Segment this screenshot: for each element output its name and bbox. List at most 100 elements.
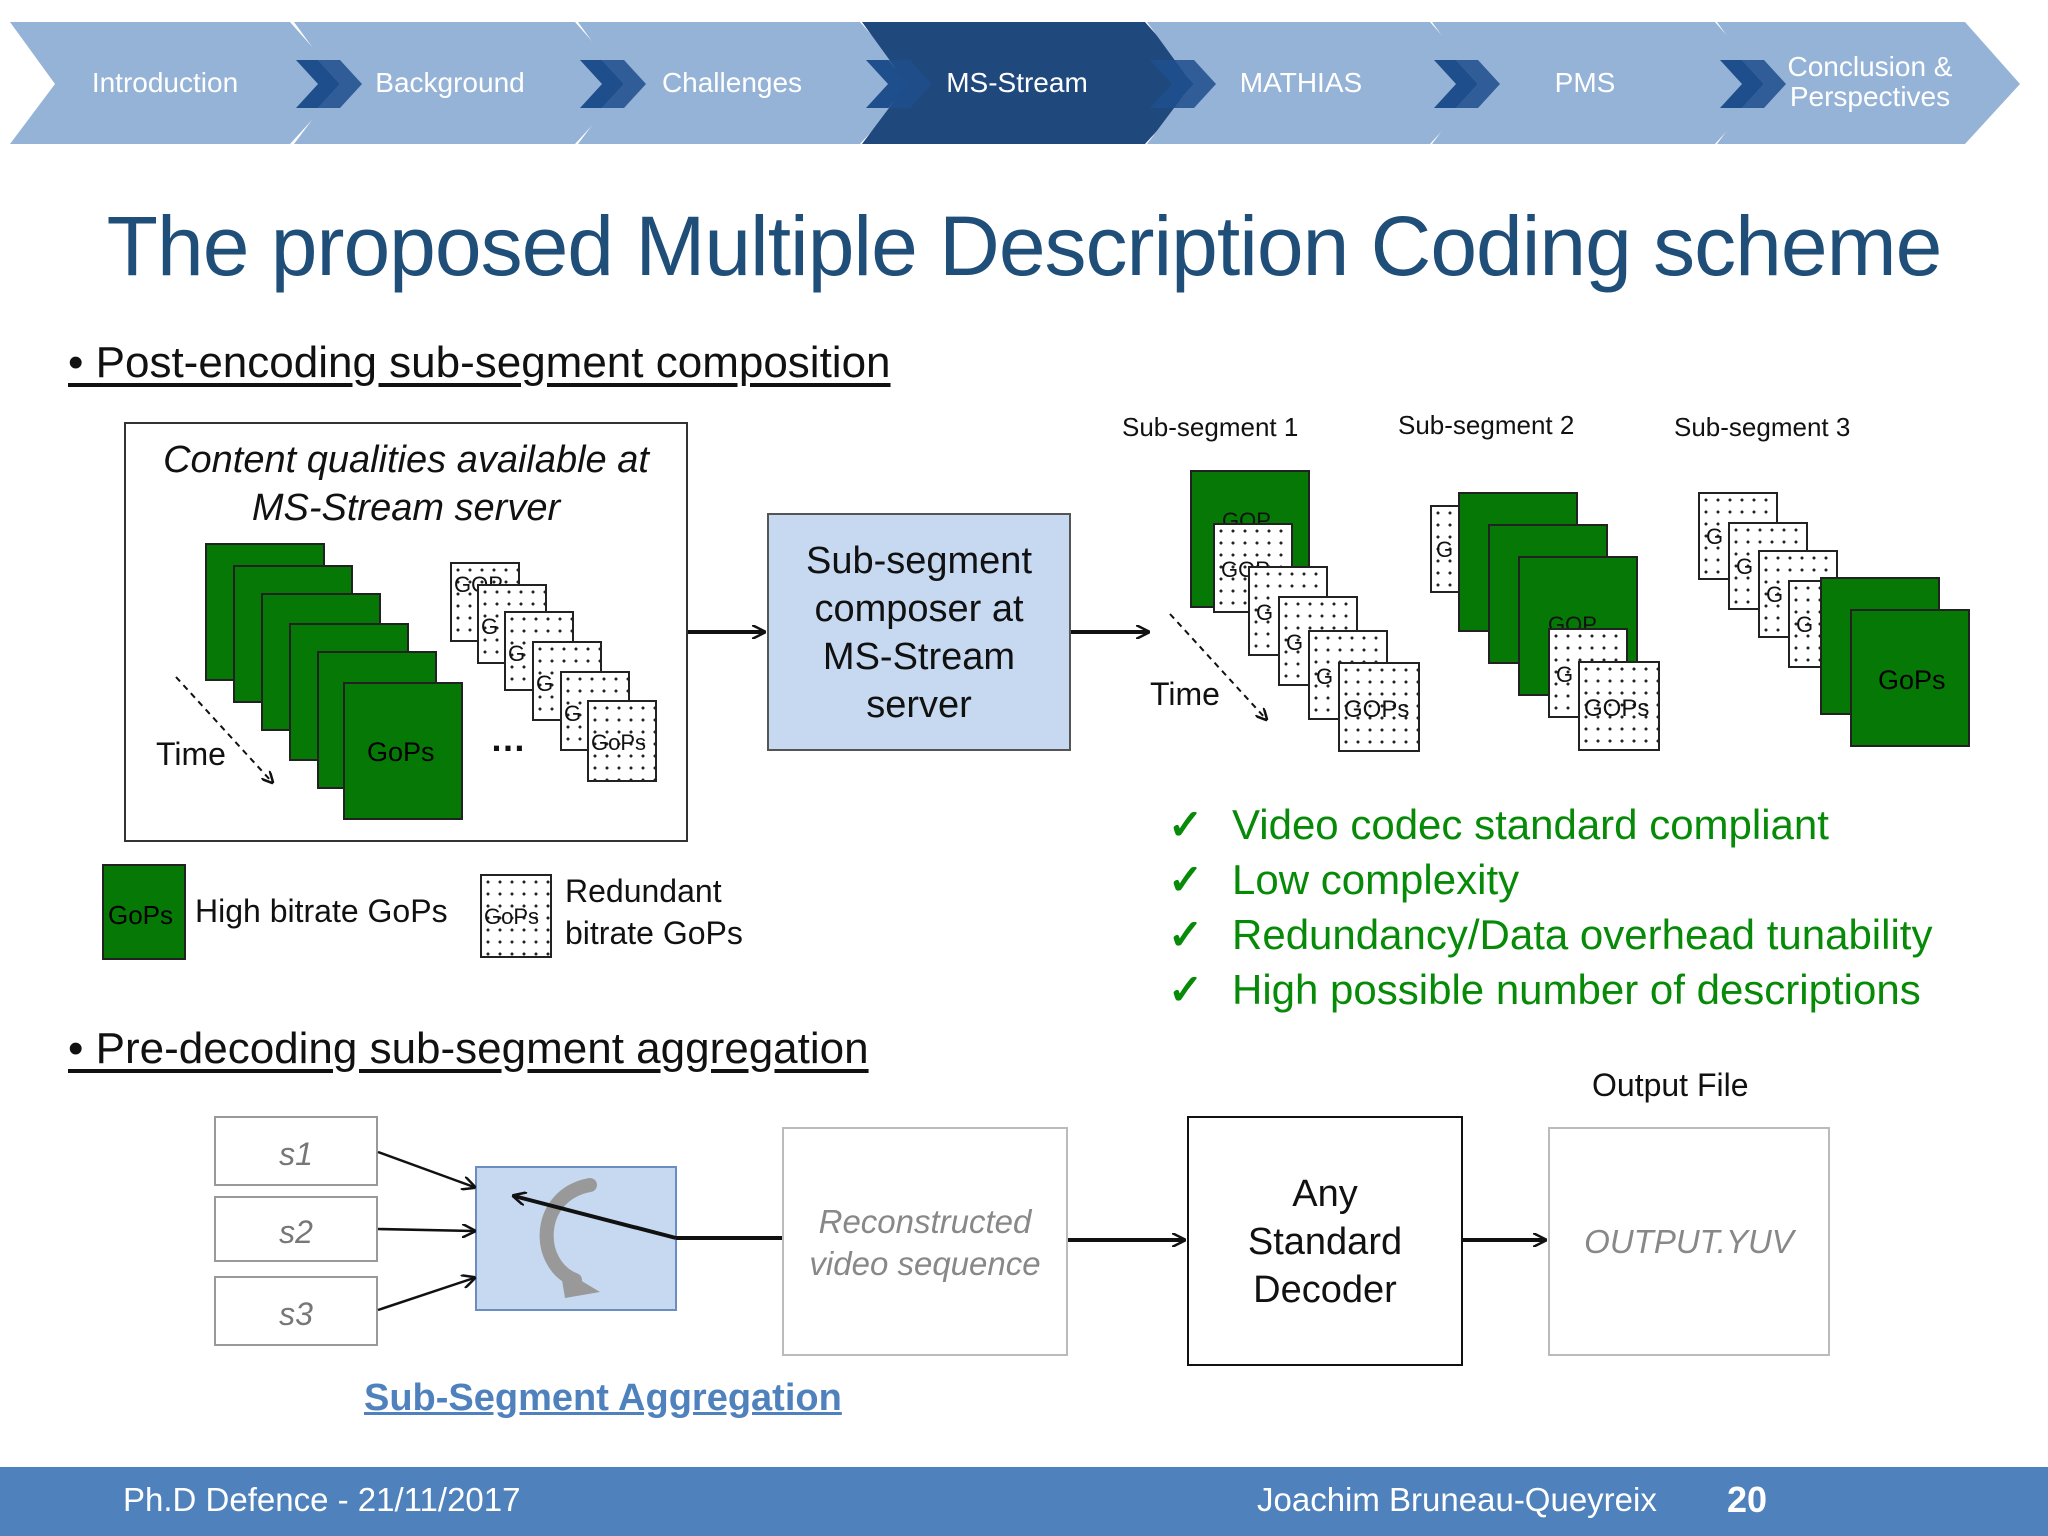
subseg1-gop-red-4-label: G — [1316, 664, 1334, 689]
nav-chevron-ms-stream[interactable] — [862, 22, 1200, 144]
nav-label-conclusion: Conclusion & Perspectives — [1770, 52, 1970, 112]
standard-decoder-box: Any Standard Decoder — [1187, 1116, 1463, 1366]
subseg3-gop-red-1-label: G — [1706, 524, 1724, 549]
subseg3-gop-red-2-label: G — [1736, 554, 1754, 579]
benefit-2-text: Low complexity — [1232, 856, 1520, 903]
output-file-name: OUTPUT.YUV — [1584, 1223, 1794, 1260]
gop-redundant-5-label: G — [564, 701, 582, 726]
benefit-4-text: High possible number of descriptions — [1232, 966, 1921, 1013]
subseg1-gop-red-5-label: GOPs — [1344, 696, 1410, 723]
subseg3-gop-high-2-label: GoPs — [1878, 665, 1946, 695]
legend-redundant-line2: bitrate GoPs — [565, 915, 743, 951]
nav-chevron-mathias[interactable] — [1147, 22, 1485, 144]
time-label-subseg: Time — [1150, 676, 1220, 712]
legend-high-swatch: GoPs — [102, 864, 186, 960]
subseg1-gop-red-3-label: G — [1286, 630, 1304, 655]
nav-label-challenges: Challenges — [661, 67, 803, 98]
benefit-2: ✓ Low complexity — [1168, 855, 1519, 904]
subseg3-gop-high-2: GoPs — [1850, 609, 1970, 747]
input-s3-label: s3 — [279, 1296, 313, 1332]
gop-redundant-6: GoPs — [587, 700, 657, 782]
nav-label-pms: PMS — [1554, 67, 1616, 98]
sub-segment-composer-box: Sub-segment composer at MS-Stream server — [767, 513, 1071, 751]
sub-segment-aggregation-link[interactable]: Sub-Segment Aggregation — [364, 1377, 842, 1419]
reconstructed-sequence-box: Reconstructed video sequence — [782, 1127, 1068, 1356]
composer-line-1: Sub-segment — [805, 540, 1032, 582]
subseg3-gop-red-4-label: G — [1796, 612, 1814, 637]
nav-separator-arrows — [296, 60, 1786, 108]
decoder-line1: Any — [1292, 1173, 1358, 1215]
page-number: 20 — [1727, 1479, 1768, 1520]
legend-redundant-line1: Redundant — [565, 873, 722, 909]
nav-chevron-challenges[interactable] — [578, 22, 915, 144]
nav-label-conclusion-line2: Perspectives — [1789, 81, 1951, 112]
check-icon: ✓ — [1168, 856, 1204, 903]
section-nav: Introduction Background Challenges MS-St… — [0, 22, 2048, 147]
arrow-s3 — [377, 1278, 474, 1312]
sub-segment-1-label: Sub-segment 1 — [1122, 412, 1299, 442]
decoder-line2: Standard — [1247, 1221, 1403, 1263]
input-s1-label: s1 — [279, 1136, 313, 1172]
composer-text: Sub-segment composer at MS-Stream server — [769, 537, 1069, 729]
footer-bar: Ph.D Defence - 21/11/2017 Joachim Brunea… — [0, 1467, 2048, 1536]
input-s2-label: s2 — [279, 1214, 313, 1250]
gop-redundant-6-label: GoPs — [591, 730, 647, 755]
reconstructed-line2: video sequence — [809, 1245, 1041, 1282]
subseg1-gop-red-2-label: G — [1256, 600, 1274, 625]
slide-title: The proposed Multiple Description Coding… — [106, 199, 1943, 293]
legend-redundant-swatch-label: GoPs — [484, 904, 540, 929]
time-label-server: Time — [156, 736, 226, 772]
benefit-3: ✓ Redundancy/Data overhead tunability — [1168, 910, 1932, 959]
footer-event: Ph.D Defence - 21/11/2017 — [123, 1481, 521, 1518]
check-icon: ✓ — [1168, 801, 1204, 848]
nav-label-conclusion-line1: Conclusion & — [1787, 51, 1953, 82]
arrow-s1 — [377, 1150, 474, 1187]
arrow-s2 — [377, 1229, 474, 1231]
decoder-line3: Decoder — [1253, 1269, 1397, 1311]
gop-high-6 — [343, 682, 463, 820]
legend-redundant-swatch: GoPs — [480, 874, 552, 958]
ellipsis: … — [490, 718, 526, 759]
output-file-box: OUTPUT.YUV — [1548, 1127, 1830, 1356]
sub-segment-3-label: Sub-segment 3 — [1674, 412, 1851, 442]
reconstructed-text: Reconstructed video sequence — [784, 1201, 1066, 1285]
subseg2-gop-red-2-label: G — [1556, 662, 1574, 687]
decoder-text: Any Standard Decoder — [1189, 1170, 1461, 1314]
nav-label-introduction: Introduction — [91, 67, 239, 98]
caption-line-2: MS-Stream server — [251, 487, 561, 529]
subseg2-gop-red-3-label: GOPs — [1584, 695, 1650, 722]
subseg2-gop-red-1-label: G — [1436, 537, 1454, 562]
content-qualities-caption: Content qualities available at MS-Stream… — [126, 436, 686, 532]
subseg3-gop-red-3-label: G — [1766, 582, 1784, 607]
nav-chevron-introduction[interactable] — [10, 22, 345, 144]
composer-line-3: MS-Stream — [822, 636, 1016, 678]
nav-chevron-background[interactable] — [294, 22, 630, 144]
aggregation-box — [475, 1166, 677, 1311]
section-heading-composition: • Post-encoding sub-segment composition — [68, 338, 891, 387]
legend-redundant-label: Redundant bitrate GoPs — [565, 870, 743, 954]
gops-label-server: GoPs — [367, 737, 435, 767]
input-s3-box: s3 — [214, 1276, 378, 1346]
check-icon: ✓ — [1168, 966, 1204, 1013]
legend-high-label: High bitrate GoPs — [195, 893, 448, 929]
content-qualities-box: Content qualities available at MS-Stream… — [124, 422, 688, 842]
input-s2-box: s2 — [214, 1196, 378, 1262]
benefit-3-text: Redundancy/Data overhead tunability — [1232, 911, 1933, 958]
section-heading-aggregation: • Pre-decoding sub-segment aggregation — [68, 1024, 869, 1073]
check-icon: ✓ — [1168, 911, 1204, 958]
nav-label-background: Background — [375, 67, 525, 98]
nav-label-ms-stream: MS-Stream — [946, 67, 1088, 98]
nav-label-mathias: MATHIAS — [1239, 67, 1363, 98]
benefit-1: ✓ Video codec standard compliant — [1168, 800, 1829, 849]
nav-chevron-conclusion[interactable] — [1717, 22, 2020, 144]
footer-author: Joachim Bruneau-Queyreix — [1257, 1481, 1657, 1518]
subseg1-gop-red-5: GOPs — [1338, 662, 1420, 752]
input-s1-box: s1 — [214, 1116, 378, 1186]
output-file-label: Output File — [1592, 1067, 1749, 1103]
composer-line-2: composer at — [814, 588, 1024, 630]
gop-redundant-3-label: G — [508, 641, 526, 666]
benefit-1-text: Video codec standard compliant — [1232, 801, 1829, 848]
gop-redundant-2-label: G — [481, 614, 499, 639]
composer-line-4: server — [866, 684, 972, 726]
nav-chevron-pms[interactable] — [1432, 22, 1770, 144]
